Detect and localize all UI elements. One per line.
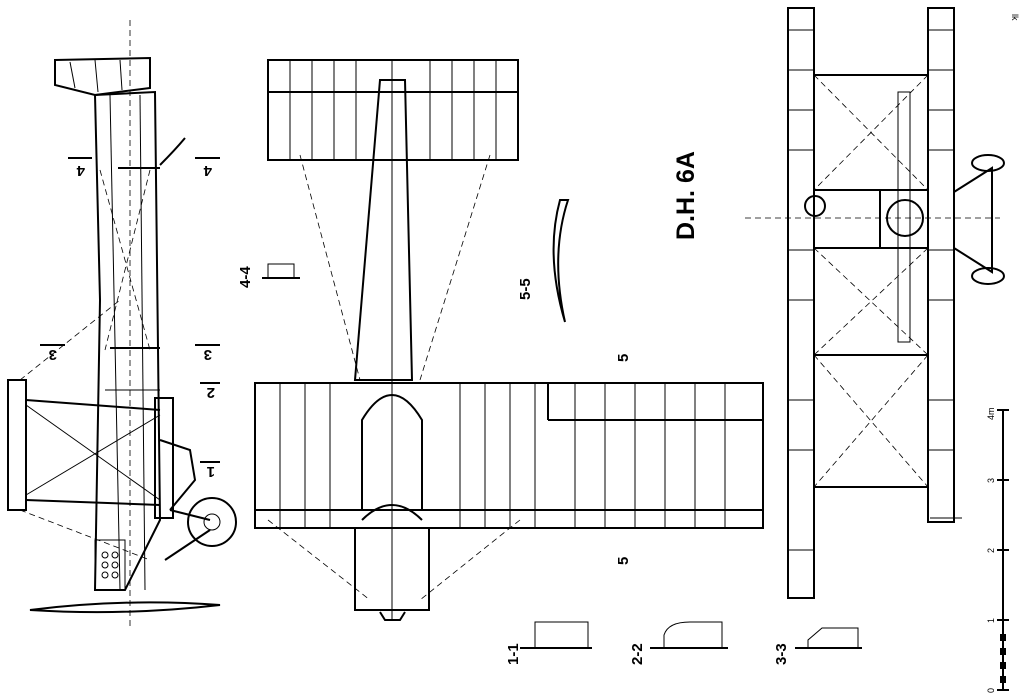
section-5-5 — [552, 199, 570, 323]
scale-tick-3: 3 — [986, 478, 996, 483]
scale-bar — [997, 409, 1009, 691]
scale-tick-2: 2 — [986, 548, 996, 553]
front-view — [745, 7, 1005, 599]
plan-view — [254, 59, 764, 621]
side-view — [7, 20, 237, 630]
side-label-1: 1 — [207, 463, 215, 480]
section-1-1 — [520, 621, 592, 649]
scale-tick-1: 1 — [986, 618, 996, 623]
section-3-3-label: 3-3 — [773, 643, 790, 665]
side-label-3a: 3 — [49, 346, 57, 363]
section-5-5-label: 5-5 — [517, 278, 534, 300]
side-label-4a: 4 — [76, 162, 85, 179]
aircraft-title: D.H. 6A — [672, 151, 700, 240]
corner-mark: lk — [1010, 14, 1020, 21]
section-2-2-label: 2-2 — [629, 643, 646, 665]
section-1-1-label: 1-1 — [505, 643, 522, 665]
plan-section-5-bottom: 5 — [615, 557, 632, 565]
section-2-2 — [650, 621, 728, 649]
scale-unit: 4m — [986, 407, 996, 420]
plan-section-5-top: 5 — [615, 354, 632, 362]
section-4-4 — [262, 263, 300, 279]
section-4-4-label: 4-4 — [237, 266, 254, 288]
side-label-4b: 4 — [203, 162, 212, 179]
side-label-2: 2 — [207, 384, 215, 401]
side-label-3b: 3 — [204, 346, 212, 363]
section-3-3 — [795, 627, 862, 649]
scale-tick-0: 0 — [986, 688, 996, 693]
